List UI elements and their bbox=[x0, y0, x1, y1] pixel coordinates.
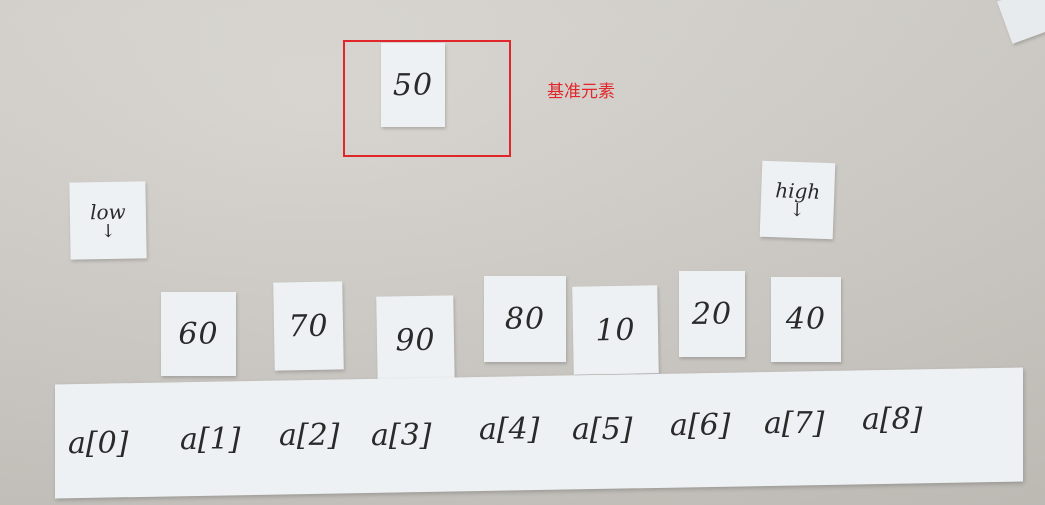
high-arrow-icon: ↓ bbox=[789, 199, 806, 222]
low-label: low bbox=[89, 199, 126, 224]
value-card: 90 bbox=[376, 295, 455, 386]
array-index-label: a[2] bbox=[279, 418, 340, 453]
value-text: 10 bbox=[595, 312, 636, 348]
pivot-value: 50 bbox=[392, 67, 434, 103]
low-pointer-card: low ↓ bbox=[69, 181, 147, 260]
value-card: 10 bbox=[572, 285, 659, 375]
value-text: 90 bbox=[395, 322, 436, 359]
value-text: 80 bbox=[504, 301, 546, 337]
value-card: 20 bbox=[679, 271, 745, 357]
value-text: 20 bbox=[691, 296, 733, 332]
value-text: 70 bbox=[288, 308, 329, 344]
array-index-label: a[5] bbox=[572, 412, 633, 447]
array-index-label: a[1] bbox=[180, 422, 241, 457]
value-card: 60 bbox=[161, 292, 236, 376]
low-arrow-icon: ↓ bbox=[100, 220, 116, 242]
value-card: 70 bbox=[273, 281, 344, 371]
value-text: 60 bbox=[178, 316, 219, 352]
high-pointer-card: high ↓ bbox=[759, 160, 836, 240]
value-text: 40 bbox=[785, 302, 827, 337]
array-index-label: a[7] bbox=[764, 406, 825, 441]
pivot-caption: 基准元素 bbox=[547, 82, 615, 102]
value-card: 40 bbox=[771, 277, 841, 362]
pivot-card: 50 bbox=[381, 43, 445, 127]
array-index-label: a[8] bbox=[862, 402, 923, 437]
array-index-label: a[4] bbox=[479, 412, 540, 447]
value-card: 80 bbox=[484, 276, 566, 362]
array-index-label: a[0] bbox=[68, 426, 129, 461]
pivot-highlight-box bbox=[343, 40, 511, 157]
array-index-label: a[6] bbox=[670, 408, 731, 443]
corner-card bbox=[997, 0, 1045, 44]
array-index-label: a[3] bbox=[371, 418, 432, 453]
